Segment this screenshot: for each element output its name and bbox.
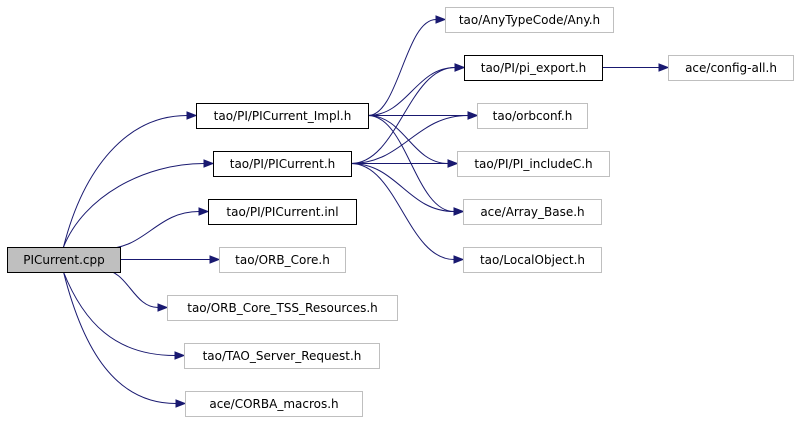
node-tao-pi-picurrent-impl-h[interactable]: tao/PI/PICurrent_Impl.h [196,103,369,129]
node-tao-localobject-h: tao/LocalObject.h [463,247,602,273]
node-label: tao/PI/PICurrent.inl [226,205,338,219]
node-label: ace/Array_Base.h [480,205,584,219]
node-label: ace/CORBA_macros.h [209,397,338,411]
node-label: tao/PI/PI_includeC.h [474,157,592,171]
arrowhead-piexp-to-cfg [658,63,670,72]
node-box [184,343,380,369]
arrowhead-impl-to-any [435,15,447,24]
node-label: tao/PI/PICurrent.h [230,157,336,171]
node-box [213,151,352,177]
node-ace-array-base-h: ace/Array_Base.h [463,199,602,225]
node-tao-anytypecode-any-h: tao/AnyTypeCode/Any.h [445,7,614,33]
edge-pic-to-orbconf [350,115,469,164]
arrowhead-pic-to-orbconf [467,111,479,120]
node-tao-orb-core-h: tao/ORB_Core.h [219,247,346,273]
edge-root-to-inl [103,211,200,250]
arrowhead-pic-to-lobj [453,255,465,264]
node-label: tao/orbconf.h [493,109,573,123]
node-box [7,247,121,273]
node-tao-tao-server-request-h: tao/TAO_Server_Request.h [184,343,380,369]
node-tao-pi-pi-includec-h: tao/PI/PI_includeC.h [457,151,610,177]
node-label: tao/PI/pi_export.h [481,61,587,75]
node-tao-pi-picurrent-h[interactable]: tao/PI/PICurrent.h [213,151,352,177]
node-box [457,151,610,177]
node-tao-orb-core-tss-resources-h: tao/ORB_Core_TSS_Resources.h [167,295,398,321]
edge-pic-to-piexp [350,67,456,164]
node-box [668,55,794,81]
node-box [464,55,603,81]
node-ace-config-all-h: ace/config-all.h [668,55,794,81]
arrowhead-pic-to-pii [447,159,459,168]
arrowhead-root-to-orbcore [209,255,221,264]
node-label: tao/ORB_Core_TSS_Resources.h [187,301,378,315]
edge-pic-to-arr [350,163,455,212]
node-label: tao/PI/PICurrent_Impl.h [214,109,352,123]
node-box [196,103,369,129]
arrowhead-pic-to-piexp [454,63,466,72]
node-tao-pi-picurrent-inl[interactable]: tao/PI/PICurrent.inl [208,199,357,225]
node-box [185,391,363,417]
node-tao-orbconf-h: tao/orbconf.h [477,103,588,129]
node-label: tao/AnyTypeCode/Any.h [459,13,600,27]
arrowhead-root-to-tss [157,303,169,312]
node-box [445,7,614,33]
nodes-layer: PICurrent.cpp tao/PI/PICurrent_Impl.h tao/… [7,7,794,417]
edge-root-to-pic [63,163,205,248]
node-label: tao/ORB_Core.h [235,253,330,267]
edge-impl-to-pii [367,115,449,164]
arrowhead-root-to-inl [198,207,210,216]
node-box [219,247,346,273]
node-label: PICurrent.cpp [23,253,105,267]
node-picurrent-cpp: PICurrent.cpp [7,247,121,273]
edge-impl-to-any [367,19,437,116]
node-label: ace/config-all.h [685,61,777,75]
edge-root-to-impl [63,115,188,248]
arrowhead-root-to-impl [186,111,198,120]
node-box [463,247,602,273]
edge-pic-to-lobj [350,163,455,260]
node-box [167,295,398,321]
node-label: tao/TAO_Server_Request.h [203,349,362,363]
node-box [208,199,357,225]
arrowhead-root-to-pic [203,159,215,168]
arrowhead-pic-to-arr [453,207,465,216]
edge-root-to-tsr [63,271,176,356]
arrowhead-root-to-tsr [174,351,186,360]
edge-root-to-tss [103,269,159,308]
node-box [477,103,588,129]
arrowhead-root-to-corba [175,399,187,408]
edges-layer [63,15,670,408]
node-label: tao/LocalObject.h [480,253,585,267]
node-tao-pi-pi-export-h[interactable]: tao/PI/pi_export.h [464,55,603,81]
node-ace-corba-macros-h: ace/CORBA_macros.h [185,391,363,417]
node-box [463,199,602,225]
edge-root-to-corba [63,271,177,404]
